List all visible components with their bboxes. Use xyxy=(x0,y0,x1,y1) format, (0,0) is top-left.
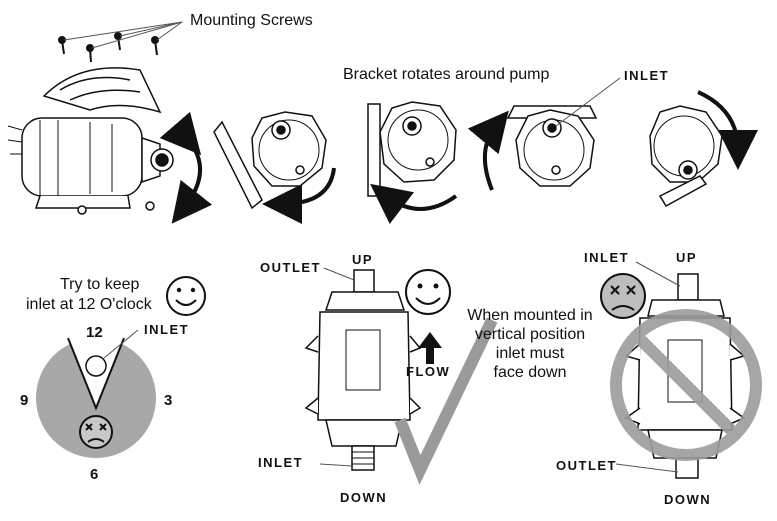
inlet-center-leader xyxy=(319,463,353,467)
clock-v-lines xyxy=(67,337,125,411)
rotate-arrow-5 xyxy=(697,90,758,170)
smiley-mouth xyxy=(175,299,197,306)
screw-leader-lines xyxy=(63,21,183,49)
inlet-right-leader xyxy=(635,261,681,287)
inlet-top-label: INLET xyxy=(624,68,670,83)
vertical-note-line2: vertical position xyxy=(474,326,586,343)
clock-12-label: 12 xyxy=(86,324,103,341)
pump-end-view-2 xyxy=(367,101,457,197)
clock-6-label: 6 xyxy=(90,466,99,483)
inlet-circle-marker xyxy=(85,355,107,377)
vertical-note-line3: inlet must xyxy=(495,345,565,362)
vertical-note-line4: face down xyxy=(493,364,567,381)
flow-label: FLOW xyxy=(406,364,451,379)
inlet-right-label: INLET xyxy=(584,250,630,265)
inlet-clock-label: INLET xyxy=(144,322,190,337)
pump-end-view-4 xyxy=(649,105,723,208)
frowning-face-icon-small xyxy=(79,415,113,449)
rotate-arrow-3 xyxy=(370,183,458,225)
up-right-label: UP xyxy=(676,250,698,265)
mounting-screws-label: Mounting Screws xyxy=(190,12,313,29)
down-right-label: DOWN xyxy=(664,492,712,507)
down-center-label: DOWN xyxy=(340,490,388,505)
smiley-face-icon-large xyxy=(405,269,451,315)
rotate-arrow-4 xyxy=(467,110,509,191)
pump-cover xyxy=(42,67,162,114)
rotate-arrow-1 xyxy=(159,111,213,224)
pump-side-view xyxy=(7,117,174,215)
outlet-center-leader xyxy=(323,267,355,281)
up-center-label: UP xyxy=(352,252,374,267)
vertical-note: When mounted in vertical position inlet … xyxy=(462,306,598,382)
pump-end-view-1 xyxy=(213,111,327,210)
smiley-eye-left xyxy=(176,287,182,293)
bracket-rotates-label: Bracket rotates around pump xyxy=(343,66,550,83)
smiley-face-icon xyxy=(166,276,206,316)
try-keep-label-line2: inlet at 12 O'clock xyxy=(26,296,152,313)
pump-vertical-correct xyxy=(304,269,422,471)
clock-9-label: 9 xyxy=(20,392,29,409)
smiley-eye-right xyxy=(190,287,196,293)
outlet-center-label: OUTLET xyxy=(260,260,321,275)
frowning-face-icon xyxy=(600,273,646,319)
inlet-clock-leader xyxy=(103,329,139,359)
outlet-right-label: OUTLET xyxy=(556,458,617,473)
checkmark-icon xyxy=(394,317,498,485)
outlet-right-leader xyxy=(615,463,679,473)
mounting-screws xyxy=(58,32,159,63)
inlet-center-label: INLET xyxy=(258,455,304,470)
flow-up-arrow-icon xyxy=(418,332,442,364)
pump-end-view-3 xyxy=(506,105,598,187)
prohibited-icon xyxy=(610,309,762,461)
rotate-arrow-2 xyxy=(262,167,336,224)
clock-3-label: 3 xyxy=(164,392,173,409)
inlet-top-leader xyxy=(555,77,621,127)
vertical-note-line1: When mounted in xyxy=(467,307,593,324)
try-keep-label-line1: Try to keep xyxy=(60,276,140,293)
